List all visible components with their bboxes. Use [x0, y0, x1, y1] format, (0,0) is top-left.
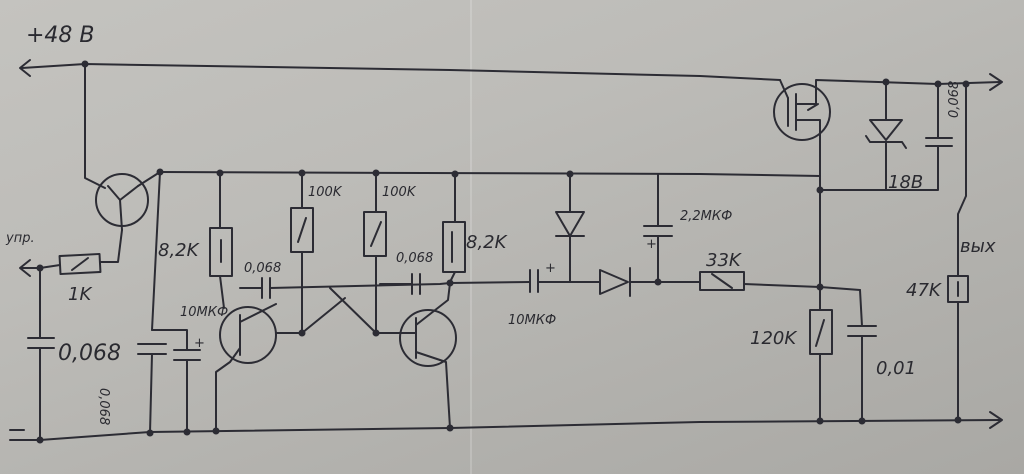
r-100k-a-label: 100K: [308, 185, 343, 200]
rectifier-section: + +: [449, 173, 861, 297]
svg-text:+: +: [646, 237, 657, 252]
r-8k2-left-label: 8,2K: [158, 240, 200, 261]
r-120k-label: 120K: [750, 328, 797, 349]
c-supply-label: 0,068: [96, 388, 111, 425]
r-33k-label: 33K: [706, 250, 742, 271]
paper-crease: [470, 0, 472, 474]
r-100k-b-label: 100K: [382, 185, 417, 200]
ground-rail: [9, 411, 1003, 444]
c-10uf-timing-label: 10МКФ: [180, 305, 228, 320]
r-8k2-right-label: 8,2K: [466, 232, 508, 253]
c-cross-right-label: 0,068: [396, 251, 433, 266]
svg-text:+: +: [545, 261, 556, 276]
c-cross-left-label: 0,068: [244, 261, 281, 276]
output-stage: [773, 73, 1003, 422]
osc-supply-rail: [156, 168, 821, 178]
control-label: упр.: [5, 231, 35, 246]
pass-transistor: [84, 63, 161, 231]
power-rail: [19, 59, 781, 81]
r-1k-label: 1K: [68, 284, 92, 305]
c-input-label: 0,068: [58, 341, 121, 366]
supply-filter-caps: +: [137, 171, 205, 434]
c-gate-label: 0,068: [947, 81, 962, 118]
zener-label: 18В: [888, 172, 923, 193]
power-label: +48 В: [26, 23, 95, 48]
r-47k-label: 47K: [906, 280, 942, 301]
output-label: вых: [960, 236, 996, 257]
labels: +48 В упр. 1K 0,068 8,2K 0,068 0,068 10М…: [5, 23, 996, 425]
multivibrator: [209, 172, 466, 432]
c-22uf-label: 2,2МКФ: [680, 209, 732, 224]
c-10uf-coupling-label: 10МКФ: [508, 313, 556, 328]
c-001-label: 0,01: [876, 358, 916, 379]
input-section: [19, 229, 123, 441]
svg-text:+: +: [194, 336, 205, 351]
